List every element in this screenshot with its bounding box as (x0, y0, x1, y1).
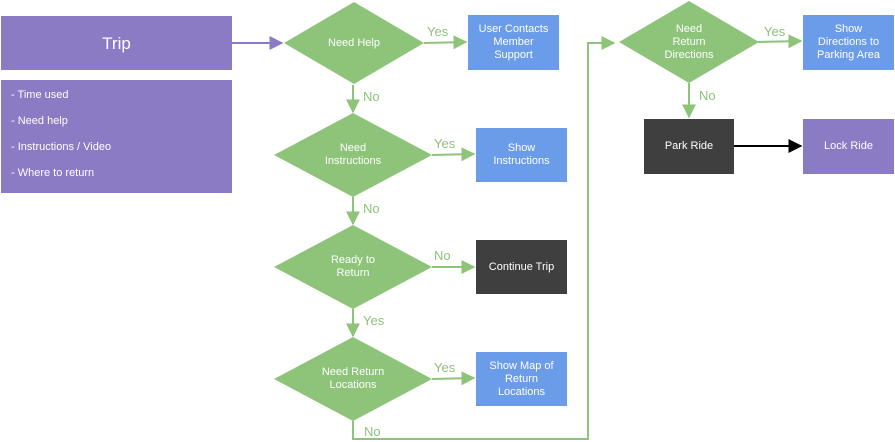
label-ready-no: No (434, 248, 451, 263)
show-map-return-locations-box: Show Map of Return Locations (476, 352, 567, 406)
show-instructions-box: Show Instructions (476, 128, 567, 182)
lock-ride-label: Lock Ride (824, 140, 873, 152)
show-directions-parking-box: Show Directions to Parking Area (803, 15, 894, 70)
trip-detail-item: - Time used (11, 89, 69, 101)
label-ready-yes: Yes (363, 313, 385, 328)
label-directions-no: No (699, 88, 716, 103)
label-help-yes: Yes (427, 24, 449, 39)
label-locations-no: No (364, 424, 381, 439)
continue-trip-label: Continue Trip (488, 260, 555, 273)
trip-detail-item: - Need help (11, 115, 68, 127)
decision-need-help-label: Need Help (328, 36, 380, 49)
label-directions-yes: Yes (764, 24, 786, 39)
decision-need-return-directions-label: Need Return Directions (664, 22, 714, 61)
label-locations-yes: Yes (434, 360, 456, 375)
show-map-return-locations-label: Show Map of Return Locations (489, 359, 554, 398)
trip-detail-item: - Instructions / Video (11, 141, 112, 153)
decision-need-return-locations-label: Need Return Locations (321, 366, 385, 391)
label-instructions-no: No (363, 201, 380, 216)
show-instructions-label: Show Instructions (493, 142, 550, 167)
lock-ride-box: Lock Ride (803, 119, 894, 174)
arrow-instructions-yes (431, 147, 476, 162)
decision-need-instructions: Need Instructions (274, 113, 432, 197)
continue-trip-box: Continue Trip (476, 240, 567, 294)
park-ride-label: Park Ride (664, 140, 714, 152)
label-help-no: No (363, 89, 380, 104)
trip-detail-item: - Where to return (11, 167, 95, 179)
user-contacts-support-box: User Contacts Member Support (468, 15, 559, 70)
trip-box: Trip (1, 16, 232, 70)
decision-need-help: Need Help (284, 2, 424, 84)
decision-ready-to-return: Ready to Return (274, 225, 432, 309)
trip-title: Trip (102, 33, 131, 53)
arrow-locations-yes (431, 371, 476, 386)
arrow-locations-no (352, 36, 616, 440)
arrow-directions-yes (757, 34, 803, 49)
arrow-help-yes (423, 35, 468, 50)
decision-need-return-directions: Need Return Directions (619, 1, 759, 83)
user-contacts-support-label: User Contacts Member Support (478, 23, 549, 61)
decision-need-instructions-label: Need Instructions (324, 142, 382, 167)
decision-ready-to-return-label: Ready to Return (330, 254, 376, 279)
label-instructions-yes: Yes (434, 136, 456, 151)
decision-need-return-locations: Need Return Locations (274, 337, 432, 421)
show-directions-parking-label: Show Directions to Parking Area (817, 23, 880, 61)
park-ride-box: Park Ride (644, 119, 734, 174)
trip-details-box: - Time used - Need help - Instructions /… (1, 80, 232, 193)
